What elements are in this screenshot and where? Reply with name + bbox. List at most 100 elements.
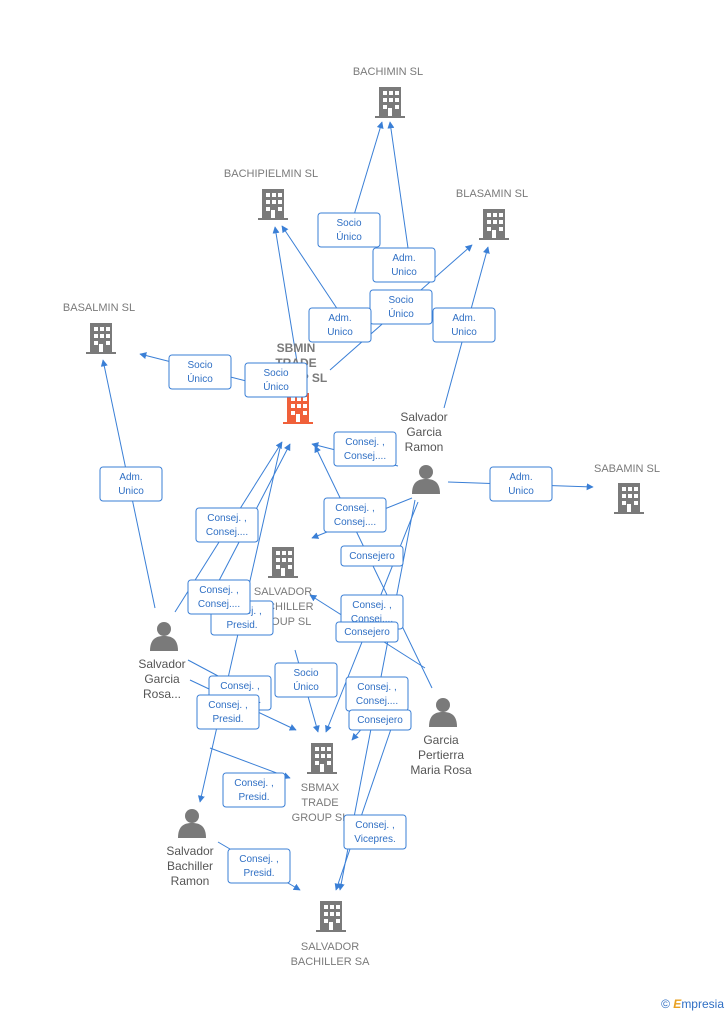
edge-label-box	[168, 354, 232, 390]
edge-label-text: Consej....	[334, 517, 376, 528]
edge-label-text: Presid.	[226, 620, 257, 631]
edge-label-box	[308, 307, 372, 343]
edge-label-text: Unico	[508, 486, 534, 497]
relationship-edge	[314, 445, 433, 689]
edge-label-box	[372, 247, 436, 283]
node-bachimin[interactable]: BACHIMIN SL	[353, 66, 423, 118]
copyright-symbol: ©	[661, 997, 670, 1011]
edge-label[interactable]: Consej. ,Consej....	[323, 497, 387, 533]
edge-label-text: Unico	[391, 267, 417, 278]
node-label: Bachiller	[167, 859, 213, 873]
building-icon	[307, 743, 337, 774]
edge-label[interactable]: Adm. Unico	[99, 466, 163, 502]
edge-label-text: Adm.	[392, 253, 415, 264]
edge-label-text: Consej. ,	[352, 600, 391, 611]
edge-label-text: Consej. ,	[239, 854, 278, 865]
node-label: SALVADOR	[254, 586, 312, 598]
edge-label[interactable]: Adm. Unico	[372, 247, 436, 283]
brand-name: mpresia	[681, 997, 724, 1011]
relationship-edge	[281, 225, 339, 311]
node-label: Salvador	[138, 657, 185, 671]
edge-label[interactable]: Consej. ,Consej....	[340, 594, 404, 630]
edge-label[interactable]: Consej. ,Presid.	[196, 694, 260, 730]
edge-label-text: Socio	[388, 295, 413, 306]
node-label: SBMAX	[301, 782, 340, 794]
node-label: Salvador	[400, 410, 447, 424]
node-sabamin[interactable]: SABAMIN SL	[594, 463, 660, 514]
edge-label[interactable]: Consejero	[335, 621, 399, 643]
node-label: Garcia	[144, 672, 180, 686]
edge-label[interactable]: Consejero	[340, 545, 404, 567]
edge-label-box	[227, 848, 291, 884]
edge-label-box	[196, 694, 260, 730]
building-icon	[479, 209, 509, 240]
node-label: BACHILLER SA	[291, 956, 371, 968]
edge-label-text: Consej. ,	[199, 585, 238, 596]
edge-label-text: Consej. ,	[220, 681, 259, 692]
edge-label-box	[489, 466, 553, 502]
edge-label-box	[333, 431, 397, 467]
edge-label-box	[335, 621, 399, 643]
edge-label-text: Socio	[263, 368, 288, 379]
edge-label[interactable]: Adm.Unico	[489, 466, 553, 502]
building-icon	[283, 393, 313, 424]
edge-label[interactable]: Consej. ,Presid.	[227, 848, 291, 884]
edge-label-box	[244, 362, 308, 398]
edge-label[interactable]: Consejero	[348, 709, 412, 731]
edge-label-box	[432, 307, 496, 343]
edge-label[interactable]: Adm.Unico	[308, 307, 372, 343]
edge-label-text: Consej. ,	[357, 682, 396, 693]
edge-label-text: Consejero	[357, 715, 403, 726]
edge-label-text: Consej. ,	[207, 513, 246, 524]
edge-label-box	[340, 545, 404, 567]
edge-label-text: Único	[293, 680, 319, 693]
person-icon	[429, 698, 457, 727]
relationship-edge	[272, 226, 301, 381]
edge-label-text: Adm.	[119, 472, 142, 483]
node-sbsa[interactable]: SALVADOR BACHILLER SA	[291, 901, 371, 968]
node-label: Ramon	[171, 874, 210, 888]
node-label: Garcia	[406, 425, 442, 439]
edge-label[interactable]: Adm.Unico	[432, 307, 496, 343]
building-icon	[375, 87, 405, 118]
node-label: BACHIMIN SL	[353, 66, 423, 78]
edge-label[interactable]: Consej. ,Consej....	[187, 579, 251, 615]
edge-label-text: Unico	[118, 486, 144, 497]
node-sgrosa[interactable]: SalvadorGarciaRosa...	[138, 622, 186, 701]
node-basalmin[interactable]: BASALMIN SL	[63, 302, 135, 354]
edge-label[interactable]: Consej. , Presid.	[222, 772, 286, 808]
node-label: SALVADOR	[301, 941, 359, 953]
edge-label-box	[274, 662, 338, 698]
edge-label[interactable]: Consej. ,Consej....	[333, 431, 397, 467]
edge-label[interactable]: Consej. ,Consej....	[195, 507, 259, 543]
edge-label-text: Único	[388, 307, 414, 320]
node-label: Garcia	[423, 733, 459, 747]
edge-label-text: Consej. ,	[355, 820, 394, 831]
node-label: Pertierra	[418, 748, 464, 762]
edge-label-text: Consejero	[344, 627, 390, 638]
person-icon	[412, 465, 440, 494]
node-blasamin[interactable]: BLASAMIN SL	[456, 188, 528, 240]
person-icon	[178, 809, 206, 838]
edge-label[interactable]: Consej. ,Vicepres.	[343, 814, 407, 850]
edge-label-text: Adm.	[328, 313, 351, 324]
person-icon	[150, 622, 178, 651]
edge-label-text: Presid.	[238, 792, 269, 803]
node-label: BACHIPIELMIN SL	[224, 168, 318, 180]
edge-label-text: Único	[187, 372, 213, 385]
edge-label-text: Consej. ,	[234, 778, 273, 789]
edge-label[interactable]: Consej. ,Consej....	[345, 676, 409, 712]
node-bachipielmin[interactable]: BACHIPIELMIN SL	[224, 168, 318, 220]
footer-brand: © Empresia	[661, 997, 724, 1011]
building-icon	[86, 323, 116, 354]
